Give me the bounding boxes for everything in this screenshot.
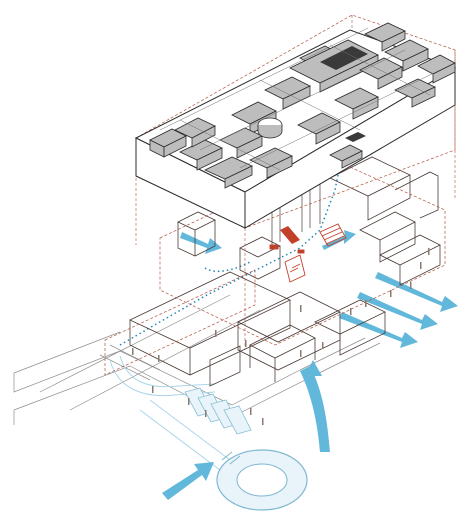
- parking-stalls: [184, 387, 252, 435]
- ground-floor: [129, 156, 441, 387]
- arrow-right-icon: [162, 462, 214, 500]
- room-walls: [149, 22, 456, 189]
- arrow-right-icon: [339, 312, 418, 348]
- person-silhouettes: [132, 248, 430, 425]
- core-columns: [271, 182, 321, 245]
- round-room: [257, 117, 283, 139]
- upper-floor: [134, 14, 457, 229]
- entry-road: [109, 355, 231, 471]
- arrow-right-icon: [180, 232, 222, 254]
- roundabout: [216, 449, 308, 511]
- arrow-right-icon: [305, 360, 322, 376]
- core-stairs: [269, 223, 347, 283]
- arrow-right-icon: [357, 292, 438, 330]
- arrow-right-icon: [300, 366, 330, 452]
- slab-grid-lines: [159, 27, 441, 171]
- arrow-right-icon: [375, 272, 458, 312]
